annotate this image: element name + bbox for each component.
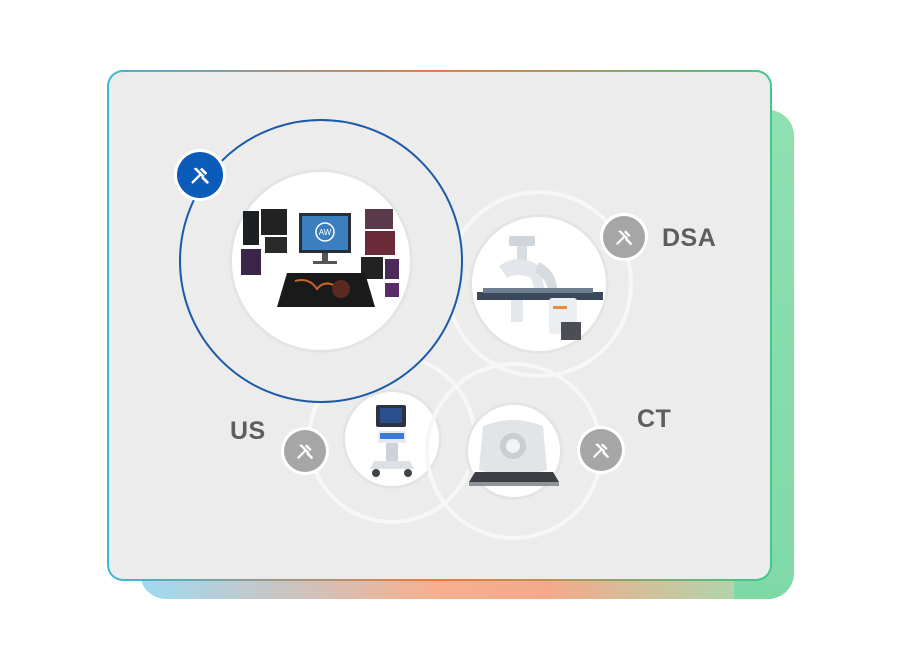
diagram-card: AW [107,70,772,581]
dsa-tool-badge[interactable] [603,216,645,258]
dsa-machine-image [477,236,603,340]
wrench-screwdriver-icon [191,167,209,184]
dsa-disc [469,214,609,354]
ct-machine-image [469,420,559,486]
aw-screen-text: AW [319,228,332,237]
us-machine-image [370,405,414,477]
wrench-screwdriver-icon [297,444,313,459]
wrench-screwdriver-icon [616,230,632,245]
ct-disc [465,402,563,500]
us-label: US [230,417,266,445]
ct-tool-badge[interactable] [580,429,622,471]
diagram-canvas: AW [109,72,770,579]
us-tool-badge[interactable] [284,430,326,472]
ct-label: CT [637,405,672,433]
aw-tool-badge[interactable] [177,152,223,198]
aw-disc: AW [229,169,413,353]
dsa-label: DSA [662,224,717,252]
wrench-screwdriver-icon [593,443,609,458]
aw-workstation-image: AW [241,209,399,307]
